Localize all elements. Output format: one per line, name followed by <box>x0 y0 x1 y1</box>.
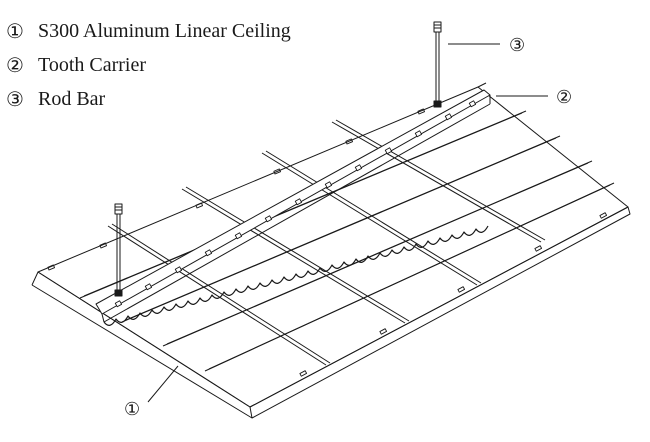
legend-item-carrier: ② Tooth Carrier <box>6 48 291 82</box>
edge-slots <box>47 108 608 377</box>
legend-label: S300 Aluminum Linear Ceiling <box>38 19 291 42</box>
rod-bar-left <box>114 203 123 297</box>
legend-number: ③ <box>6 88 24 111</box>
ceiling-panel-outline <box>31 82 631 419</box>
legend-item-ceiling: ① S300 Aluminum Linear Ceiling <box>6 14 291 48</box>
leader-ceiling <box>147 365 179 403</box>
legend-number: ① <box>6 20 24 43</box>
cross-members <box>107 119 546 366</box>
rod-bar-right <box>433 21 442 108</box>
legend-label: Tooth Carrier <box>38 53 147 76</box>
callout-rod: ③ <box>509 35 525 55</box>
legend-number: ② <box>6 54 24 77</box>
legend: ① S300 Aluminum Linear Ceiling ② Tooth C… <box>6 14 291 116</box>
callout-carrier: ② <box>556 87 572 107</box>
tooth-carrier <box>95 89 491 326</box>
panel-seams <box>79 110 615 372</box>
legend-item-rod: ③ Rod Bar <box>6 82 291 116</box>
callout-ceiling: ① <box>124 399 140 419</box>
legend-label: Rod Bar <box>38 87 106 110</box>
